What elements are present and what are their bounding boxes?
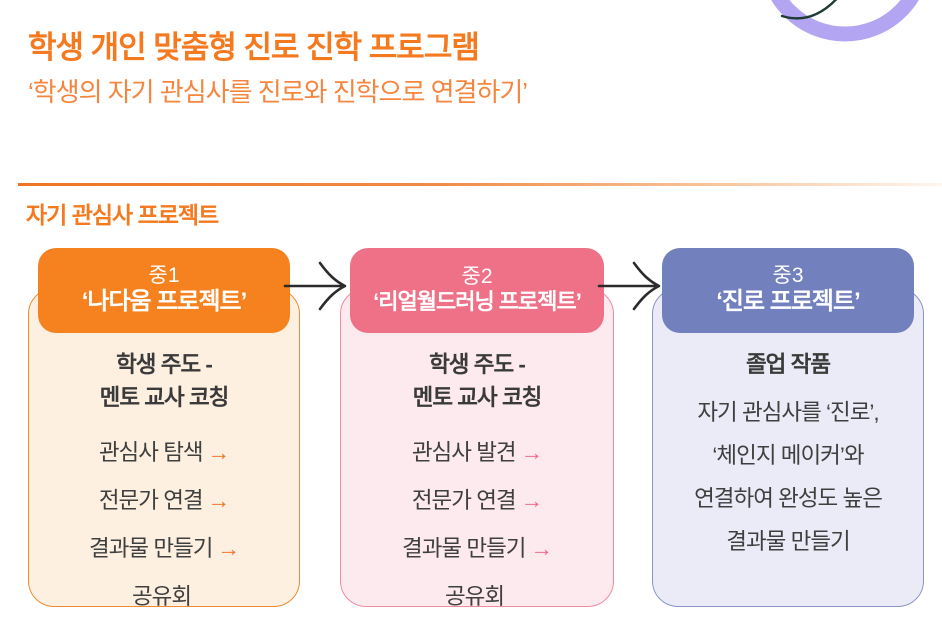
lead-line: 멘토 교사 코칭 [412,385,543,410]
grade-label: 중2 [461,265,493,289]
ring-shape [771,0,919,42]
project-title: ‘리얼월드러닝 프로젝트’ [373,289,582,315]
card-grade2-content: 학생 주도 - 멘토 교사 코칭 관심사 발견→ 전문가 연결→ 결과물 만들기… [340,348,614,621]
step-list: 관심사 발견→ 전문가 연결→ 결과물 만들기→ 공유회 [340,429,614,621]
step-arrow-icon: → [207,488,230,513]
step-item: 결과물 만들기→ [402,536,553,561]
step-item: 전문가 연결→ [98,488,230,513]
step-item: 관심사 탐색→ [98,440,230,465]
card-grade1: 중1 ‘나다움 프로젝트’ 학생 주도 - 멘토 교사 코칭 관심사 탐색→ 전… [28,248,300,609]
step-item: 결과물 만들기→ [89,536,240,561]
smile-curve [780,0,838,20]
lead-line: 학생 주도 - [429,352,526,377]
card-grade2-body [340,288,614,607]
step-arrow-icon: → [520,488,543,513]
description-line: ‘체인지 메이커’와 [712,443,864,468]
card-grade1-body [28,288,300,607]
step-item: 전문가 연결→ [411,488,543,513]
page-title: 학생 개인 맞춤형 진로 진학 프로그램 [28,30,480,65]
step-list: 관심사 탐색→ 전문가 연결→ 결과물 만들기→ 공유회 [28,429,300,621]
card-grade2-header: 중2 ‘리얼월드러닝 프로젝트’ [350,248,604,333]
lead-line: 멘토 교사 코칭 [99,385,230,410]
lead-line: 졸업 작품 [745,352,831,377]
description-line: 연결하여 완성도 높은 [694,486,883,511]
description-line: 결과물 만들기 [726,529,850,554]
card-grade3-header: 중3 ‘진로 프로젝트’ [662,248,914,333]
card-grade1-header: 중1 ‘나다움 프로젝트’ [38,248,290,333]
card-grade3-content: 졸업 작품 자기 관심사를 ‘진로’, ‘체인지 메이커’와 연결하여 완성도 … [652,348,924,563]
gradient-divider [18,183,942,186]
card-grade3-description: 자기 관심사를 ‘진로’, ‘체인지 메이커’와 연결하여 완성도 높은 결과물… [652,391,924,563]
lead-line: 학생 주도 - [116,352,213,377]
card-grade2: 중2 ‘리얼월드러닝 프로젝트’ 학생 주도 - 멘토 교사 코칭 관심사 발견… [340,248,614,609]
step-arrow-icon: → [217,536,239,561]
project-title: ‘진로 프로젝트’ [716,288,860,316]
section-heading: 자기 관심사 프로젝트 [26,202,219,228]
flow-arrow-icon [283,261,347,311]
step-item: 관심사 발견→ [411,440,543,465]
flow-arrow-icon [597,261,661,311]
step-arrow-icon: → [207,440,230,465]
step-arrow-icon: → [530,536,552,561]
project-title: ‘나다움 프로젝트’ [81,288,248,316]
step-item: 공유회 [131,584,192,609]
card-grade3: 중3 ‘진로 프로젝트’ 졸업 작품 자기 관심사를 ‘진로’, ‘체인지 메이… [652,248,924,607]
step-item: 공유회 [444,584,505,609]
step-arrow-icon: → [520,440,543,465]
card-grade3-body [652,288,924,607]
card-grade1-content: 학생 주도 - 멘토 교사 코칭 관심사 탐색→ 전문가 연결→ 결과물 만들기… [28,348,300,621]
description-line: 자기 관심사를 ‘진로’, [697,400,879,425]
grade-label: 중3 [772,264,804,288]
page-subtitle: ‘학생의 자기 관심사를 진로와 진학으로 연결하기’ [28,77,528,107]
grade-label: 중1 [148,264,180,288]
